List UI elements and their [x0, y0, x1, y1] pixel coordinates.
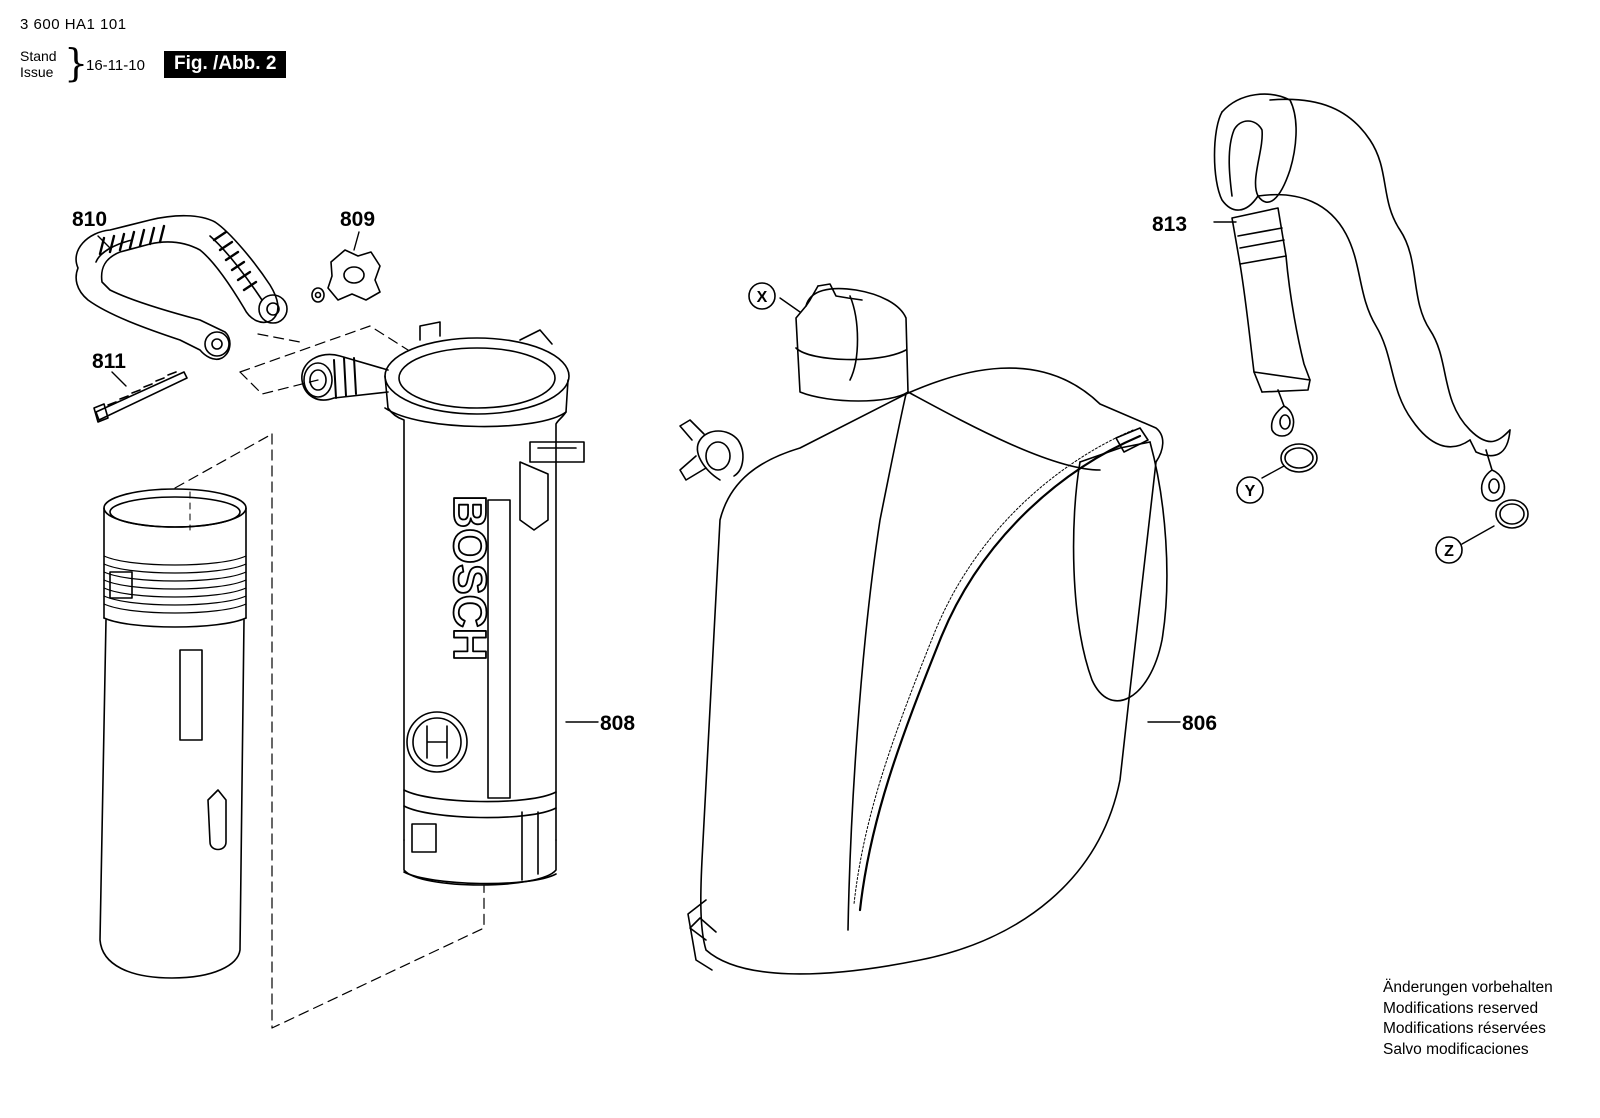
leader-lines — [97, 221, 1495, 723]
brace-icon: } — [64, 41, 89, 85]
connector-x: X — [748, 282, 776, 310]
part-809-knob[interactable] — [311, 249, 381, 303]
part-806-collection-bag[interactable] — [679, 283, 1168, 975]
part-810-handle[interactable] — [75, 214, 288, 361]
note-spanish: Salvo modificaciones — [1383, 1040, 1529, 1058]
part-label-811: 811 — [92, 350, 126, 373]
part-811-bolt[interactable] — [93, 371, 188, 423]
part-813-shoulder-strap[interactable] — [1213, 93, 1529, 529]
connector-y: Y — [1236, 476, 1264, 504]
issue-label: Issue — [20, 64, 54, 80]
tube-section — [99, 488, 247, 979]
part-label-813: 813 — [1152, 213, 1187, 236]
part-label-809: 809 — [340, 208, 375, 231]
note-german: Änderungen vorbehalten — [1383, 979, 1553, 996]
connector-label-x: X — [757, 289, 768, 306]
modification-notes: Änderungen vorbehalten Modifications res… — [1383, 978, 1553, 1060]
connector-label-y: Y — [1245, 483, 1256, 500]
part-label-806: 806 — [1182, 712, 1217, 735]
assembly-guide-lines — [174, 325, 485, 1029]
connector-z: Z — [1435, 536, 1463, 564]
part-808-main-body[interactable]: BOSCH — [301, 321, 585, 886]
figure-label: Fig. /Abb. 2 — [164, 51, 287, 78]
stand-label: Stand — [20, 48, 57, 64]
part-label-810: 810 — [72, 208, 107, 231]
issue-date: 16-11-10 — [86, 57, 145, 74]
document-number: 3 600 HA1 101 — [20, 16, 127, 33]
stand-issue-label: Stand Issue — [20, 48, 57, 80]
connector-label-z: Z — [1444, 543, 1454, 560]
note-french: Modifications réservées — [1383, 1020, 1546, 1037]
note-english: Modifications reserved — [1383, 999, 1539, 1017]
part-label-808: 808 — [600, 712, 635, 735]
